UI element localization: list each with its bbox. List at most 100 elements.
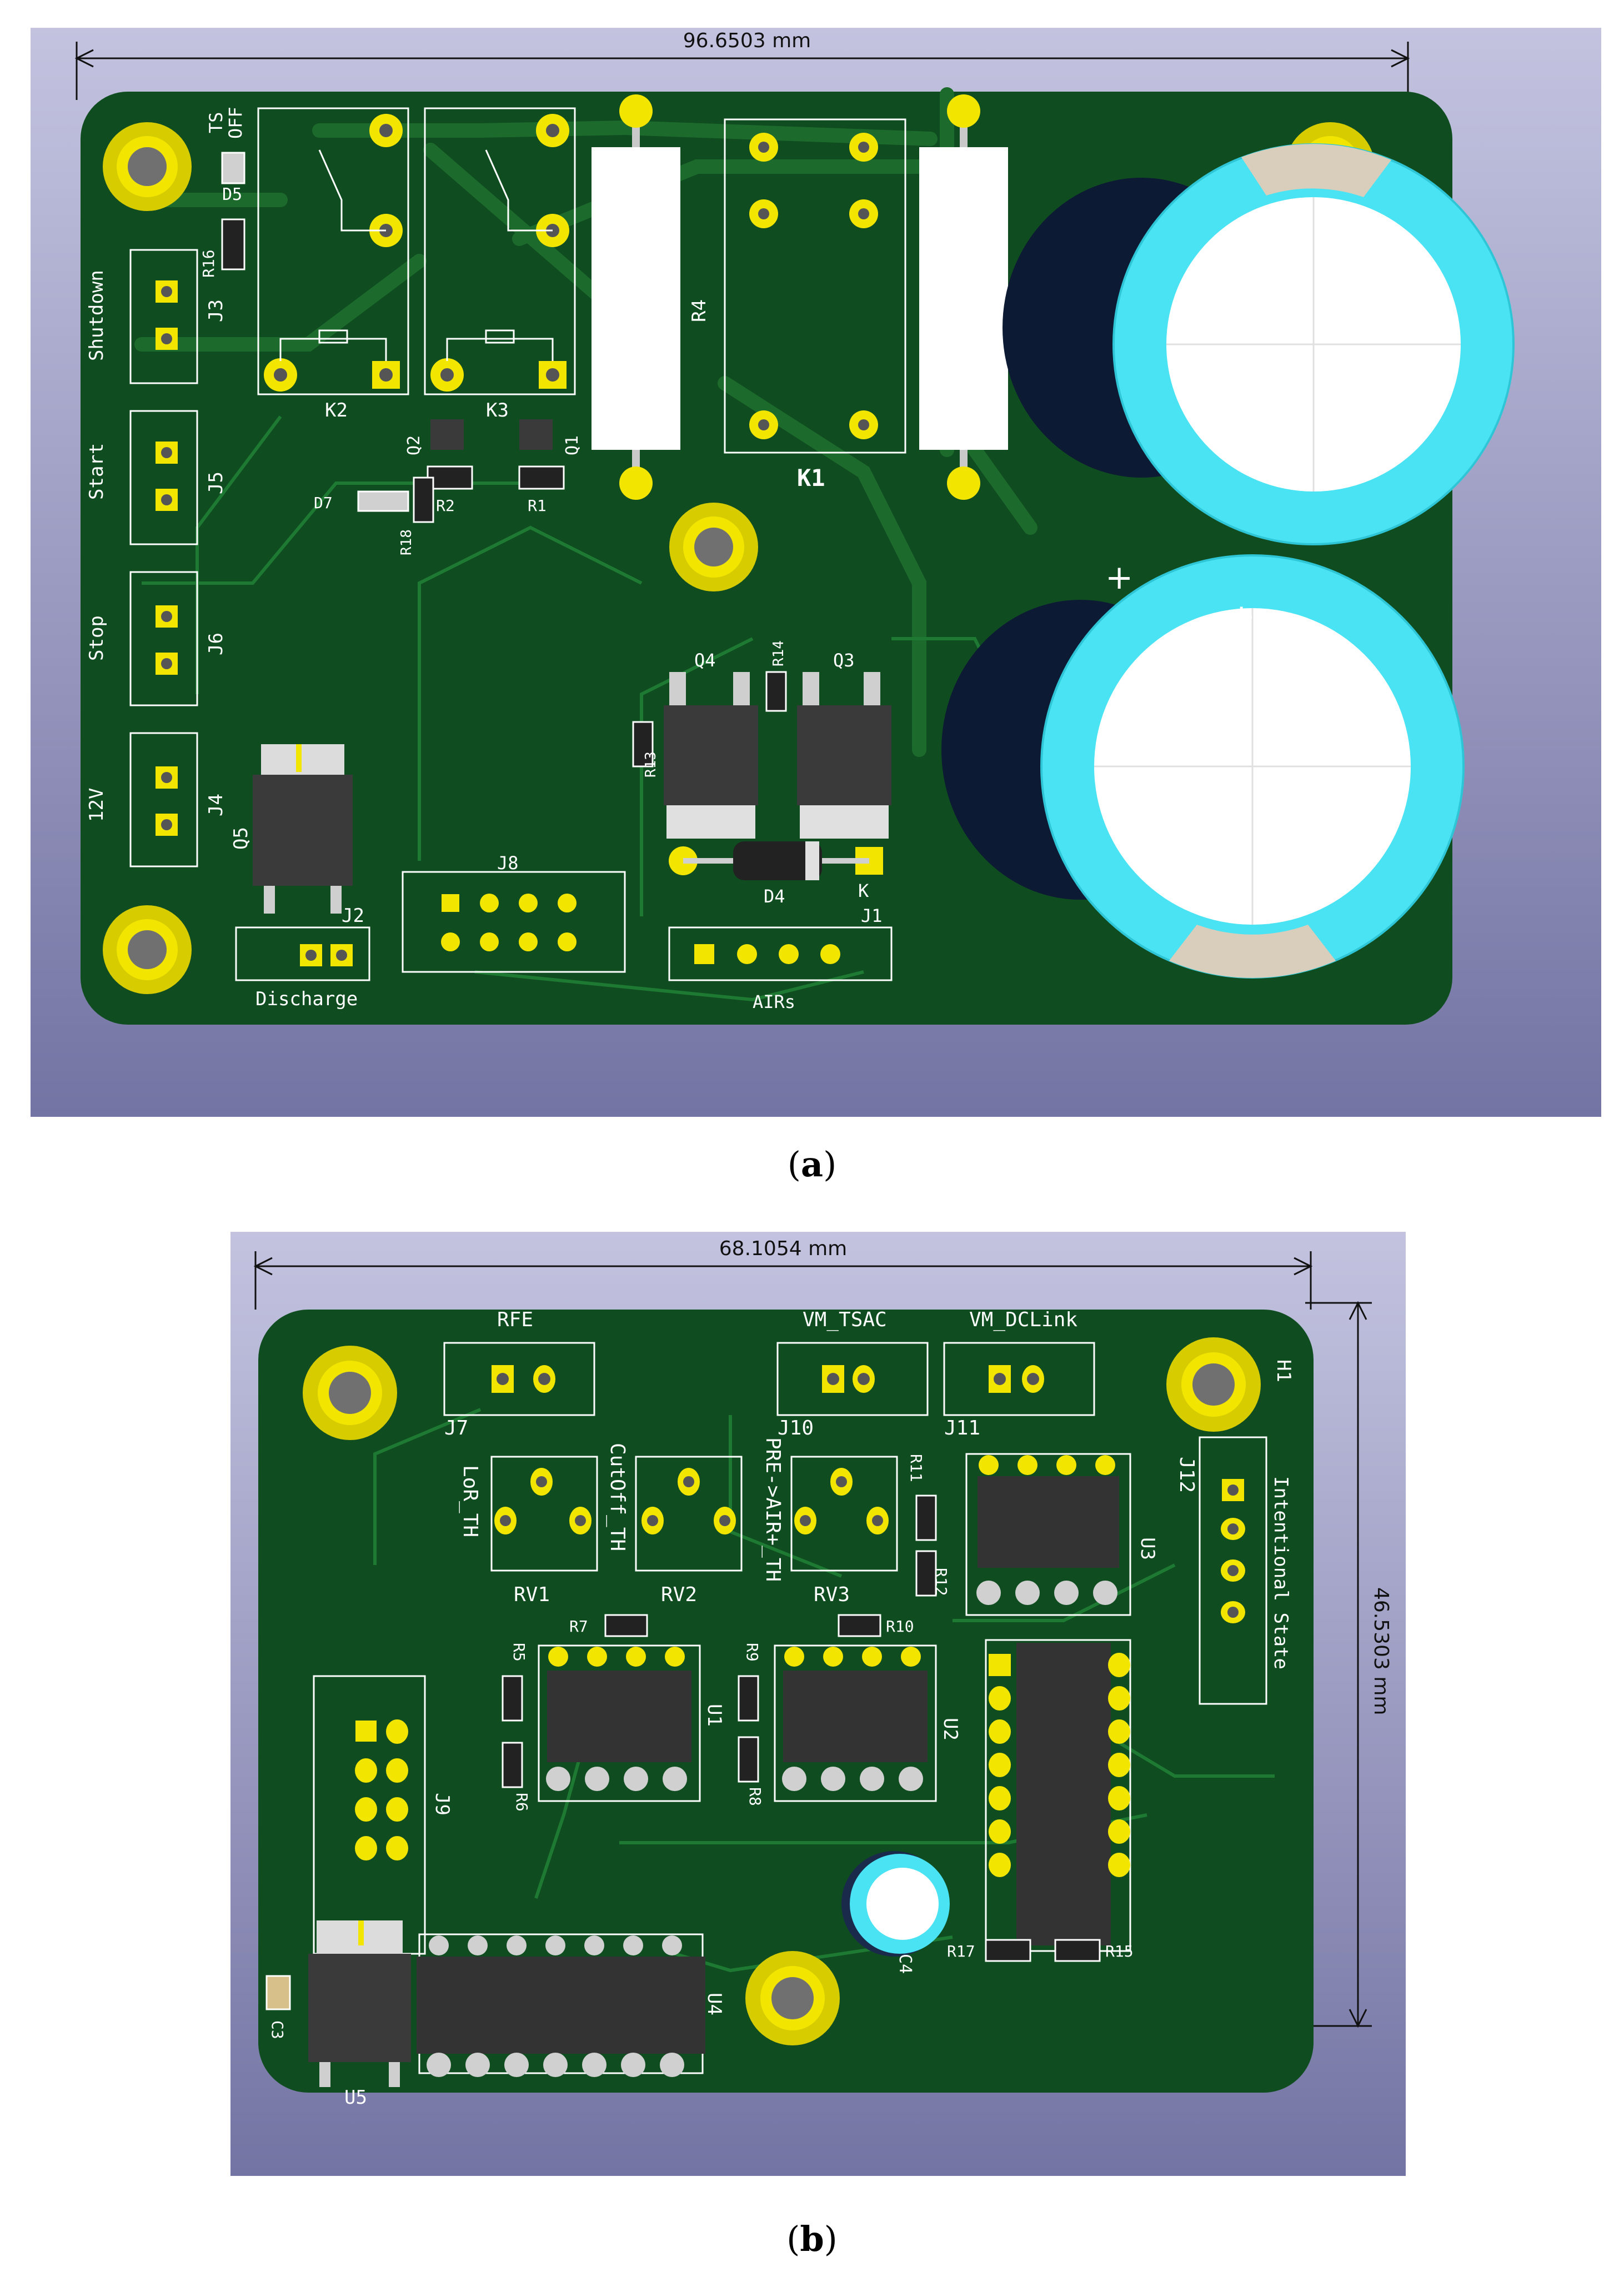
start-label: Start (86, 443, 108, 500)
k-pin-label: K (858, 880, 869, 901)
q1-label: Q1 (563, 435, 582, 455)
ic-u2 (774, 1644, 937, 1802)
resistor-r4 (592, 94, 680, 500)
capacitor-c3 (265, 1975, 291, 2010)
mounting-hole (103, 905, 192, 994)
ic-u1 (538, 1644, 701, 1802)
u5-label: U5 (344, 2087, 367, 2109)
resistor-r12 (915, 1550, 937, 1597)
resistor-r16 (221, 218, 245, 270)
connector-j6 (129, 571, 198, 706)
relay-k2 (257, 107, 409, 395)
potentiometer-rv1 (490, 1456, 598, 1572)
q4-label: Q4 (694, 650, 716, 671)
r12-label: R12 (932, 1568, 950, 1596)
resistor-r11 (915, 1494, 937, 1541)
resistor-r1 (518, 465, 565, 490)
resistor-r17 (985, 1939, 1031, 1962)
capacitor-bottom (941, 554, 1465, 979)
resistor-r2 (427, 465, 473, 490)
off-label: OFF (225, 107, 246, 139)
r5-label: R5 (510, 1643, 528, 1662)
vm-dclink-label: VM_DCLink (969, 1308, 1077, 1331)
c4-label: C4 (895, 1954, 915, 1974)
resistor-r15 (1054, 1939, 1101, 1962)
u4-label: U4 (703, 1993, 725, 2015)
q2-label: Q2 (404, 435, 424, 455)
d5-label: D5 (222, 185, 242, 204)
relay-k3 (424, 107, 576, 395)
height-dimension: 46.5303 mm (1305, 1301, 1392, 2028)
cutoff-th-label: CutOff_TH (606, 1443, 629, 1551)
caption-b: (b) (786, 2219, 838, 2259)
r4-label: R4 (688, 299, 710, 322)
pcb-render-b: 68.1054 mm 46.5303 mm H1 RFE J7 V (230, 1232, 1406, 2176)
connector-j12 (1199, 1436, 1267, 1705)
plus-marker-icon: + (1105, 558, 1133, 597)
transistor-q1 (519, 419, 553, 450)
h1-label: H1 (1272, 1360, 1295, 1382)
height-dimension-label: 46.5303 mm (1370, 1587, 1392, 1715)
r2-label: R2 (436, 496, 455, 515)
j4-label: J4 (205, 794, 227, 816)
resistor-r10 (838, 1614, 881, 1637)
d7-label: D7 (314, 494, 333, 512)
transistor-q4 (664, 672, 758, 839)
u2-label: U2 (939, 1718, 961, 1741)
capacitor-c4 (841, 1851, 950, 1957)
rv3-label: RV3 (814, 1583, 850, 1606)
connector-j1 (668, 926, 893, 981)
r1-label: R1 (528, 496, 547, 515)
connector-j7 (443, 1342, 595, 1416)
connector-j3 (129, 249, 198, 384)
ic-u4 (417, 1933, 705, 2077)
ic-u3 (965, 1453, 1131, 1616)
r15-label: R15 (1105, 1942, 1134, 1960)
j6-label: J6 (205, 633, 227, 655)
j11-label: J11 (944, 1417, 980, 1440)
regulator-u5 (308, 1920, 411, 2087)
width-dimension: 96.6503 mm (74, 29, 1410, 100)
r17-label: R17 (947, 1942, 975, 1960)
mounting-hole (303, 1346, 397, 1440)
transistor-q2 (430, 419, 464, 450)
j2-label: J2 (342, 905, 364, 927)
j10-label: J10 (778, 1417, 814, 1440)
r14-label: R14 (770, 640, 787, 666)
resistor-r7 (604, 1614, 648, 1637)
intentional-state-label: Intentional State (1270, 1476, 1292, 1669)
r6-label: R6 (513, 1793, 531, 1812)
transistor-q5 (253, 744, 353, 914)
r9-label: R9 (743, 1643, 761, 1662)
resistor-right (919, 94, 1008, 500)
stop-label: Stop (86, 615, 108, 661)
r10-label: R10 (886, 1617, 914, 1636)
airs-label: AIRs (753, 991, 795, 1012)
potentiometer-rv3 (790, 1456, 898, 1572)
connector-j8 (402, 871, 626, 973)
led-d5 (221, 152, 245, 184)
discharge-label: Discharge (255, 988, 358, 1010)
mounting-hole (669, 503, 758, 591)
rfe-label: RFE (497, 1308, 533, 1331)
j8-label: J8 (497, 852, 519, 874)
k1-label: K1 (797, 464, 825, 491)
resistor-r5 (502, 1675, 523, 1722)
lor-th-label: LoR_TH (459, 1465, 482, 1537)
relay-k1 (724, 118, 906, 454)
j12-label: J12 (1175, 1457, 1198, 1493)
u3-label: U3 (1136, 1537, 1159, 1560)
connector-j10 (776, 1342, 929, 1416)
ts-label: TS (205, 112, 227, 133)
k2-label: K2 (325, 399, 348, 422)
pre-air-th-label: PRE->AIR+_TH (761, 1437, 784, 1582)
capacitor-top (1003, 143, 1515, 545)
r18-label: R18 (398, 529, 415, 555)
width-dimension: 68.1054 mm (253, 1237, 1313, 1310)
width-dimension-label: 68.1054 mm (719, 1237, 847, 1260)
connector-j5 (129, 410, 198, 545)
u1-label: U1 (703, 1704, 725, 1727)
r16-label: R16 (199, 249, 218, 278)
vm-tsac-label: VM_TSAC (803, 1308, 887, 1331)
rv2-label: RV2 (661, 1583, 697, 1606)
